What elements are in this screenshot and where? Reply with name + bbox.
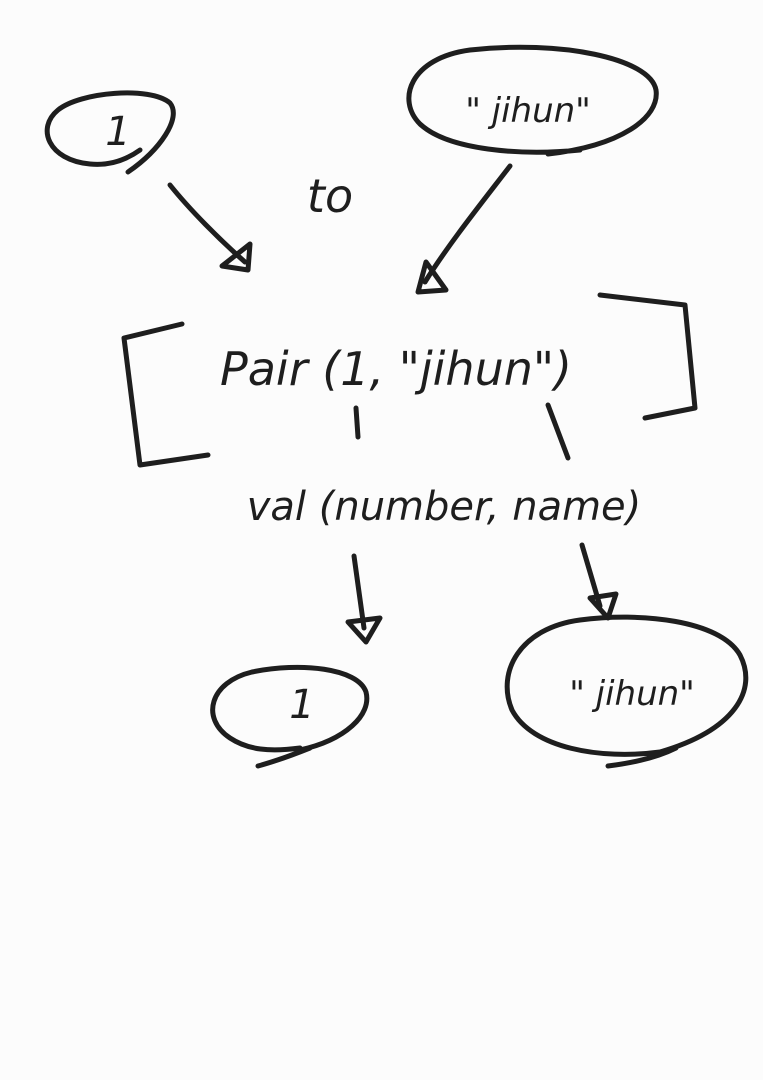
- destructuring-label: val (number, name): [247, 484, 642, 530]
- arrow-left-to-pair: [167, 182, 253, 273]
- left-bracket: [121, 321, 211, 468]
- pair-bracket-box: [121, 292, 698, 468]
- infix-to-label: to: [307, 169, 353, 223]
- connector-tick-left: [353, 405, 361, 440]
- connector-tick-right: [545, 402, 571, 461]
- input-right-node: " jihun": [406, 44, 659, 157]
- input-left-label: 1: [105, 109, 130, 155]
- input-right-oval: [406, 44, 659, 157]
- right-bracket: [597, 292, 698, 421]
- pair-expression-label: Pair (1, "jihun"): [220, 342, 572, 396]
- output-left-label: 1: [289, 682, 314, 728]
- input-left-oval: [44, 90, 176, 175]
- input-left-node: 1: [44, 90, 176, 175]
- arrow-to-output-right: [579, 542, 619, 621]
- output-right-oval: [504, 614, 749, 769]
- output-left-node: 1: [210, 664, 370, 769]
- input-right-label: " jihun": [465, 91, 591, 131]
- output-right-node: " jihun": [504, 614, 749, 769]
- output-right-label: " jihun": [569, 674, 695, 714]
- arrow-to-output-left: [345, 553, 383, 645]
- output-left-oval: [210, 664, 370, 769]
- arrow-right-to-pair: [415, 163, 513, 295]
